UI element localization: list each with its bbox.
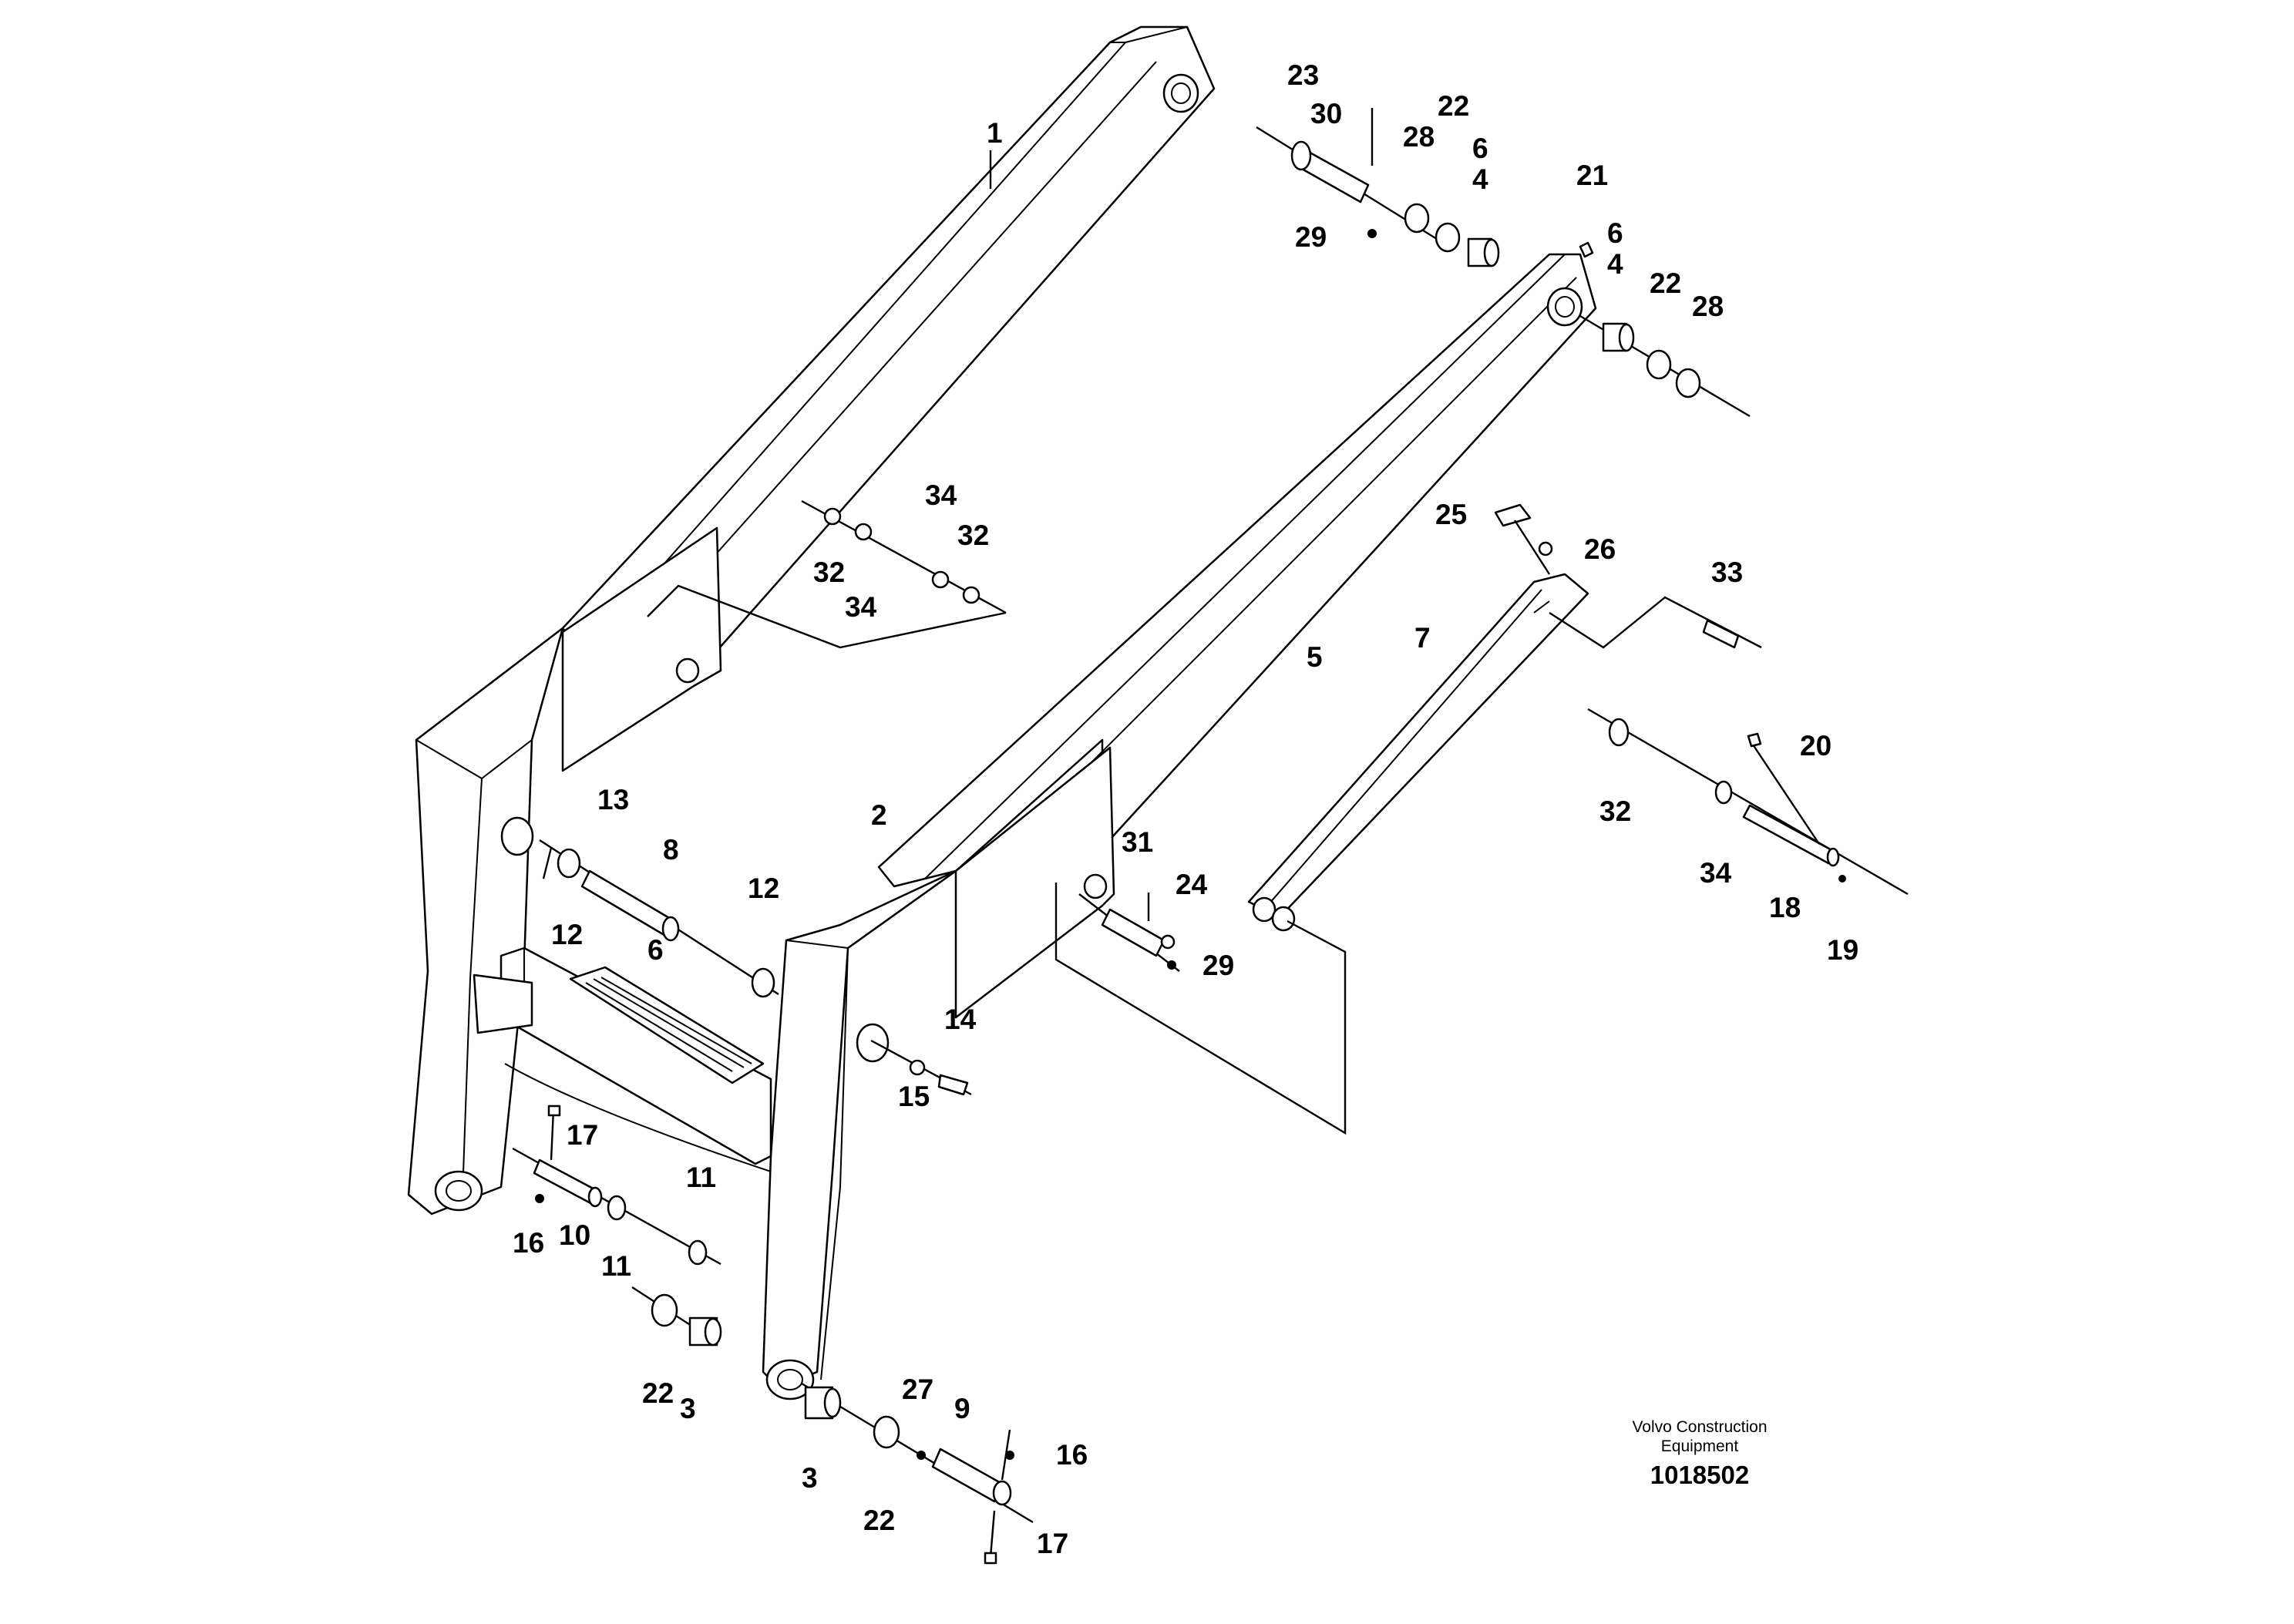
callout-4a: 4 [1472, 163, 1488, 195]
callout-11b: 11 [601, 1250, 631, 1282]
callout-28a: 28 [1403, 121, 1435, 153]
callout-34a: 34 [925, 479, 957, 511]
callout-4b: 4 [1607, 248, 1623, 280]
callout-32b: 32 [813, 556, 845, 588]
callout-12a: 12 [551, 919, 583, 950]
callout-16a: 16 [513, 1227, 544, 1259]
callout-20: 20 [1800, 730, 1832, 762]
drawing-number: 1018502 [1650, 1461, 1749, 1489]
credit-line-1: Volvo Construction [1632, 1418, 1767, 1436]
callout-29a: 29 [1295, 221, 1327, 253]
callout-27: 27 [902, 1374, 933, 1405]
credit-line-2: Equipment [1661, 1437, 1739, 1455]
callout-3b: 3 [802, 1462, 818, 1494]
callout-9: 9 [954, 1393, 970, 1424]
callout-22d: 22 [863, 1505, 895, 1536]
callout-19: 19 [1827, 934, 1858, 966]
callout-6c: 6 [648, 934, 664, 966]
callout-18: 18 [1769, 892, 1801, 923]
title-block: Volvo Construction Equipment 1018502 [1632, 1418, 1767, 1489]
callout-1: 1 [987, 117, 1003, 149]
callout-23: 23 [1287, 59, 1319, 91]
callout-labels: 1 23 30 28 22 6 4 29 21 6 4 22 28 34 32 … [513, 59, 1858, 1559]
callout-14: 14 [944, 1004, 977, 1035]
callout-17a: 17 [567, 1119, 598, 1151]
lift-arm-right [762, 253, 1597, 1400]
callout-6b: 6 [1607, 217, 1623, 249]
link-bar [1247, 503, 1589, 932]
cross-tube-with-step [473, 946, 772, 1172]
callout-31: 31 [1122, 826, 1153, 858]
callout-33: 33 [1711, 556, 1743, 588]
callout-28b: 28 [1692, 291, 1724, 322]
callout-3a: 3 [680, 1393, 696, 1424]
callout-10: 10 [559, 1219, 590, 1251]
callout-30: 30 [1310, 98, 1342, 129]
callout-8: 8 [663, 834, 679, 866]
callout-5: 5 [1307, 641, 1323, 673]
callout-32c: 32 [1599, 795, 1631, 827]
callout-6a: 6 [1472, 133, 1488, 164]
callout-13: 13 [597, 784, 629, 815]
hardware [512, 108, 1909, 1565]
callout-11a: 11 [686, 1162, 716, 1193]
callout-25: 25 [1435, 499, 1467, 530]
callout-12b: 12 [748, 873, 779, 904]
callout-22c: 22 [642, 1377, 674, 1409]
callout-15: 15 [898, 1081, 930, 1112]
callout-32a: 32 [957, 519, 989, 551]
callout-22b: 22 [1650, 267, 1681, 299]
callout-34c: 34 [1700, 857, 1732, 889]
callout-34b: 34 [845, 591, 877, 623]
callout-29b: 29 [1202, 950, 1234, 981]
callout-22a: 22 [1438, 90, 1469, 122]
callout-2: 2 [871, 799, 887, 831]
lift-arm-left [407, 25, 1216, 1215]
callout-16b: 16 [1056, 1439, 1088, 1471]
callout-7: 7 [1414, 622, 1431, 654]
callout-17b: 17 [1037, 1528, 1068, 1559]
callout-24: 24 [1176, 869, 1208, 900]
callout-21: 21 [1576, 160, 1608, 191]
callout-26: 26 [1584, 533, 1616, 565]
